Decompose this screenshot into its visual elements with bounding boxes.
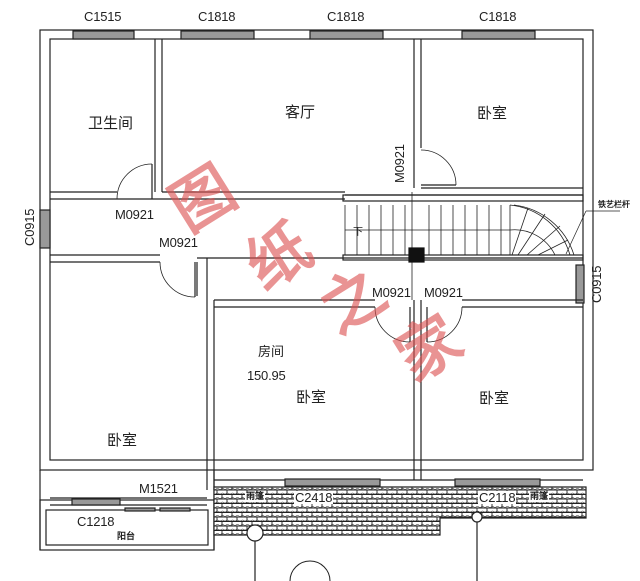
room-label-bedroom-top-right: 卧室 — [477, 104, 508, 122]
door-label-balcony: M1521 — [139, 481, 178, 496]
stair-direction-label: 下 — [353, 227, 363, 238]
door-label-center-left: M0921 — [372, 285, 411, 300]
room-label-room: 房间 — [258, 345, 285, 360]
door-label-top-right: M0921 — [392, 144, 407, 183]
window-label-c1818-1: C1818 — [198, 9, 236, 24]
window-label-c2418: C2418 — [294, 490, 334, 505]
door-label-hall-left: M0921 — [159, 235, 198, 250]
room-label-bedroom-left: 卧室 — [107, 431, 138, 449]
window-label-c1818-3: C1818 — [479, 9, 517, 24]
door-label-center-right: M0921 — [424, 285, 463, 300]
window-label-c1818-2: C1818 — [327, 9, 365, 24]
canopy-label-right: 雨篷 — [529, 492, 550, 502]
railing-note: 铁艺栏杆 — [598, 200, 630, 209]
room-label-bedroom-right: 卧室 — [479, 389, 510, 407]
room-label-bathroom: 卫生间 — [88, 114, 134, 132]
room-label-bedroom-center: 卧室 — [296, 388, 327, 406]
window-label-c1515: C1515 — [84, 9, 122, 24]
room-label-living-room: 客厅 — [285, 103, 316, 121]
window-label-right-c0915: C0915 — [589, 265, 604, 303]
window-label-left-c0915: C0915 — [22, 208, 37, 246]
outer-wall — [39, 29, 594, 471]
canopy-label-left: 雨篷 — [245, 492, 266, 502]
room-area-value: 150.95 — [247, 368, 286, 383]
room-label-balcony: 阳台 — [117, 532, 136, 542]
window-label-c2118: C2118 — [478, 490, 517, 505]
window-label-c1218: C1218 — [77, 514, 115, 529]
door-label-bathroom: M0921 — [115, 207, 154, 222]
